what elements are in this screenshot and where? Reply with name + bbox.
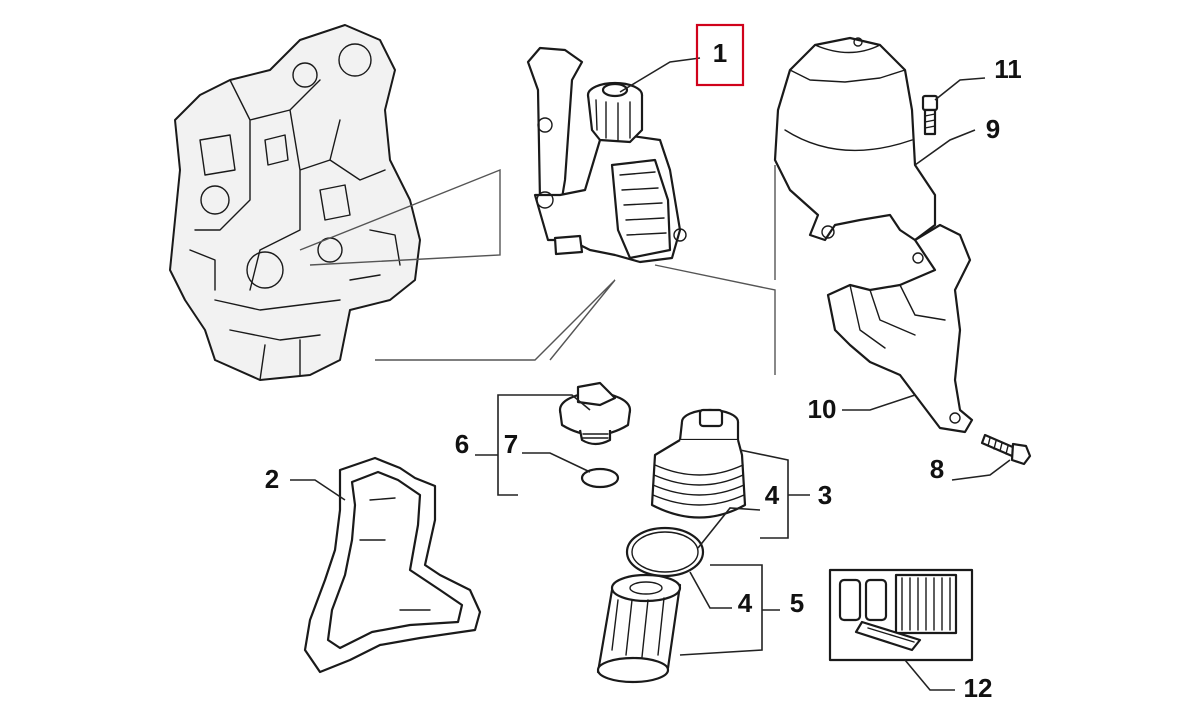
- callout-4-element: 4: [738, 588, 753, 618]
- bolt-8-illustration: [980, 433, 1032, 466]
- leader-4b: [689, 571, 732, 609]
- gasket-illustration: [303, 456, 482, 674]
- oil-filter-cap-illustration: [650, 408, 747, 519]
- bracket-6: [475, 394, 591, 496]
- leader-9: [914, 129, 976, 166]
- service-kit-illustration: [828, 568, 974, 662]
- callout-1: 1: [713, 38, 727, 68]
- heat-shield-illustration: [773, 36, 937, 242]
- callout-3: 3: [818, 480, 832, 510]
- highlight-box-1: [695, 23, 745, 87]
- housing-guide-line-right: [654, 264, 776, 375]
- bolt-11-illustration: [921, 94, 939, 136]
- callout-11: 11: [994, 54, 1022, 84]
- callout-6: 6: [455, 429, 469, 459]
- callout-5: 5: [790, 588, 804, 618]
- o-ring-4-illustration: [625, 526, 705, 578]
- bracket-5: [679, 564, 780, 656]
- o-ring-4-inner: [631, 531, 699, 573]
- callout-2: 2: [265, 464, 279, 494]
- filler-cap-illustration: [558, 381, 632, 489]
- leader-10: [842, 394, 916, 411]
- leader-2: [290, 479, 346, 501]
- bracket-illustration: [826, 223, 974, 434]
- callout-4-oring: 4: [765, 480, 780, 510]
- oil-filter-housing-illustration: [526, 46, 687, 264]
- callout-8: 8: [930, 454, 944, 484]
- filter-element-illustration: [596, 573, 682, 684]
- leader-1: [619, 57, 701, 93]
- housing-guide-line-down: [375, 279, 616, 361]
- callout-7: 7: [504, 429, 518, 459]
- leader-8: [951, 459, 1011, 481]
- callout-12: 12: [964, 673, 993, 703]
- bracket-3: [739, 449, 810, 539]
- leader-4a: [697, 507, 761, 549]
- leader-12: [904, 659, 955, 691]
- callout-10: 10: [808, 394, 837, 424]
- callout-9: 9: [986, 114, 1000, 144]
- leader-11: [934, 77, 986, 101]
- leader-7: [522, 452, 591, 473]
- engine-guide-line: [299, 168, 501, 266]
- engine-block-illustration: [169, 24, 421, 381]
